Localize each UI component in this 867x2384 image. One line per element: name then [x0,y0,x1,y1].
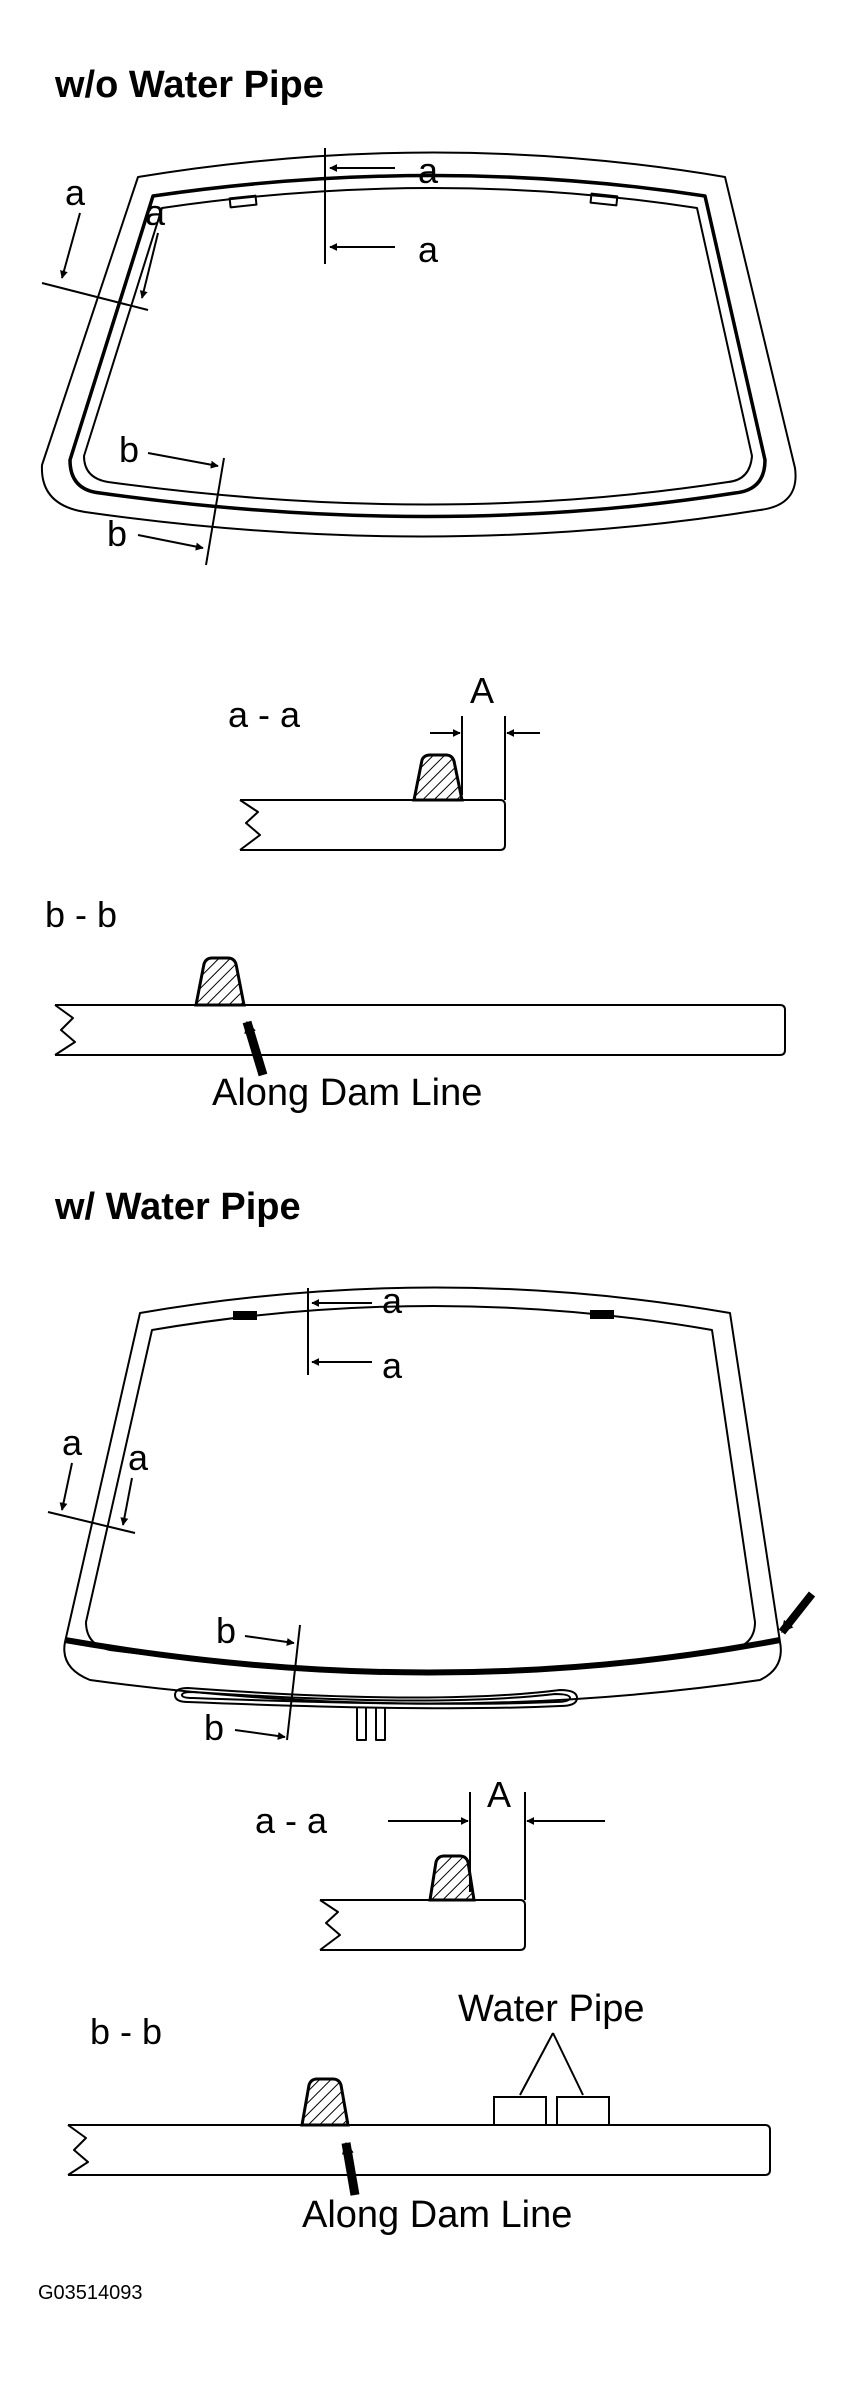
windshield-with-pipe [63,1286,816,1741]
section-a-label: a [128,1437,149,1478]
section-b-label: b [119,429,139,470]
heading-with-water-pipe: w/ Water Pipe [55,1186,301,1228]
section-b-label: b [107,513,127,554]
section-marks-without-pipe [41,148,395,566]
water-pipe-label: Water Pipe [458,1988,645,2030]
dam-bead-aa [412,753,464,802]
heading-without-water-pipe: w/o Water Pipe [55,64,324,106]
dam-line-label: Along Dam Line [212,1072,482,1114]
section-marks-with-pipe [47,1288,372,1741]
section-a-label: a [382,1345,403,1386]
view-bb-label: b - b [45,894,117,935]
windshield-without-pipe [40,151,797,538]
section-a-label: a [382,1280,403,1321]
section-aa-without-pipe [239,716,540,851]
dam-bead-aa-pipe [428,1854,476,1902]
dimension-label: A [487,1774,511,1815]
section-bb-without-pipe [54,956,786,1077]
section-aa-with-pipe [319,1792,605,1951]
section-b-label: b [204,1707,224,1748]
water-pipe-right [556,2096,610,2126]
dam-bead-bb-pipe [300,2077,350,2127]
section-a-label: a [65,172,86,213]
dam-line-label: Along Dam Line [302,2194,572,2236]
section-a-label: a [418,150,439,191]
diagram-labels: a a a a b b a - a A b - b Along Dam Line… [38,150,645,2304]
dam-bead-bb [194,956,246,1007]
view-bb-label: b - b [90,2011,162,2052]
section-a-label: a [145,192,166,233]
section-b-label: b [216,1610,236,1651]
section-a-label: a [418,229,439,270]
view-aa-label: a - a [255,1800,328,1841]
view-aa-label: a - a [228,694,301,735]
section-a-label: a [62,1422,83,1463]
figure-code: G03514093 [38,2282,143,2304]
water-pipe-left [493,2096,547,2126]
dimension-label: A [470,670,494,711]
section-bb-with-pipe [67,2032,771,2196]
